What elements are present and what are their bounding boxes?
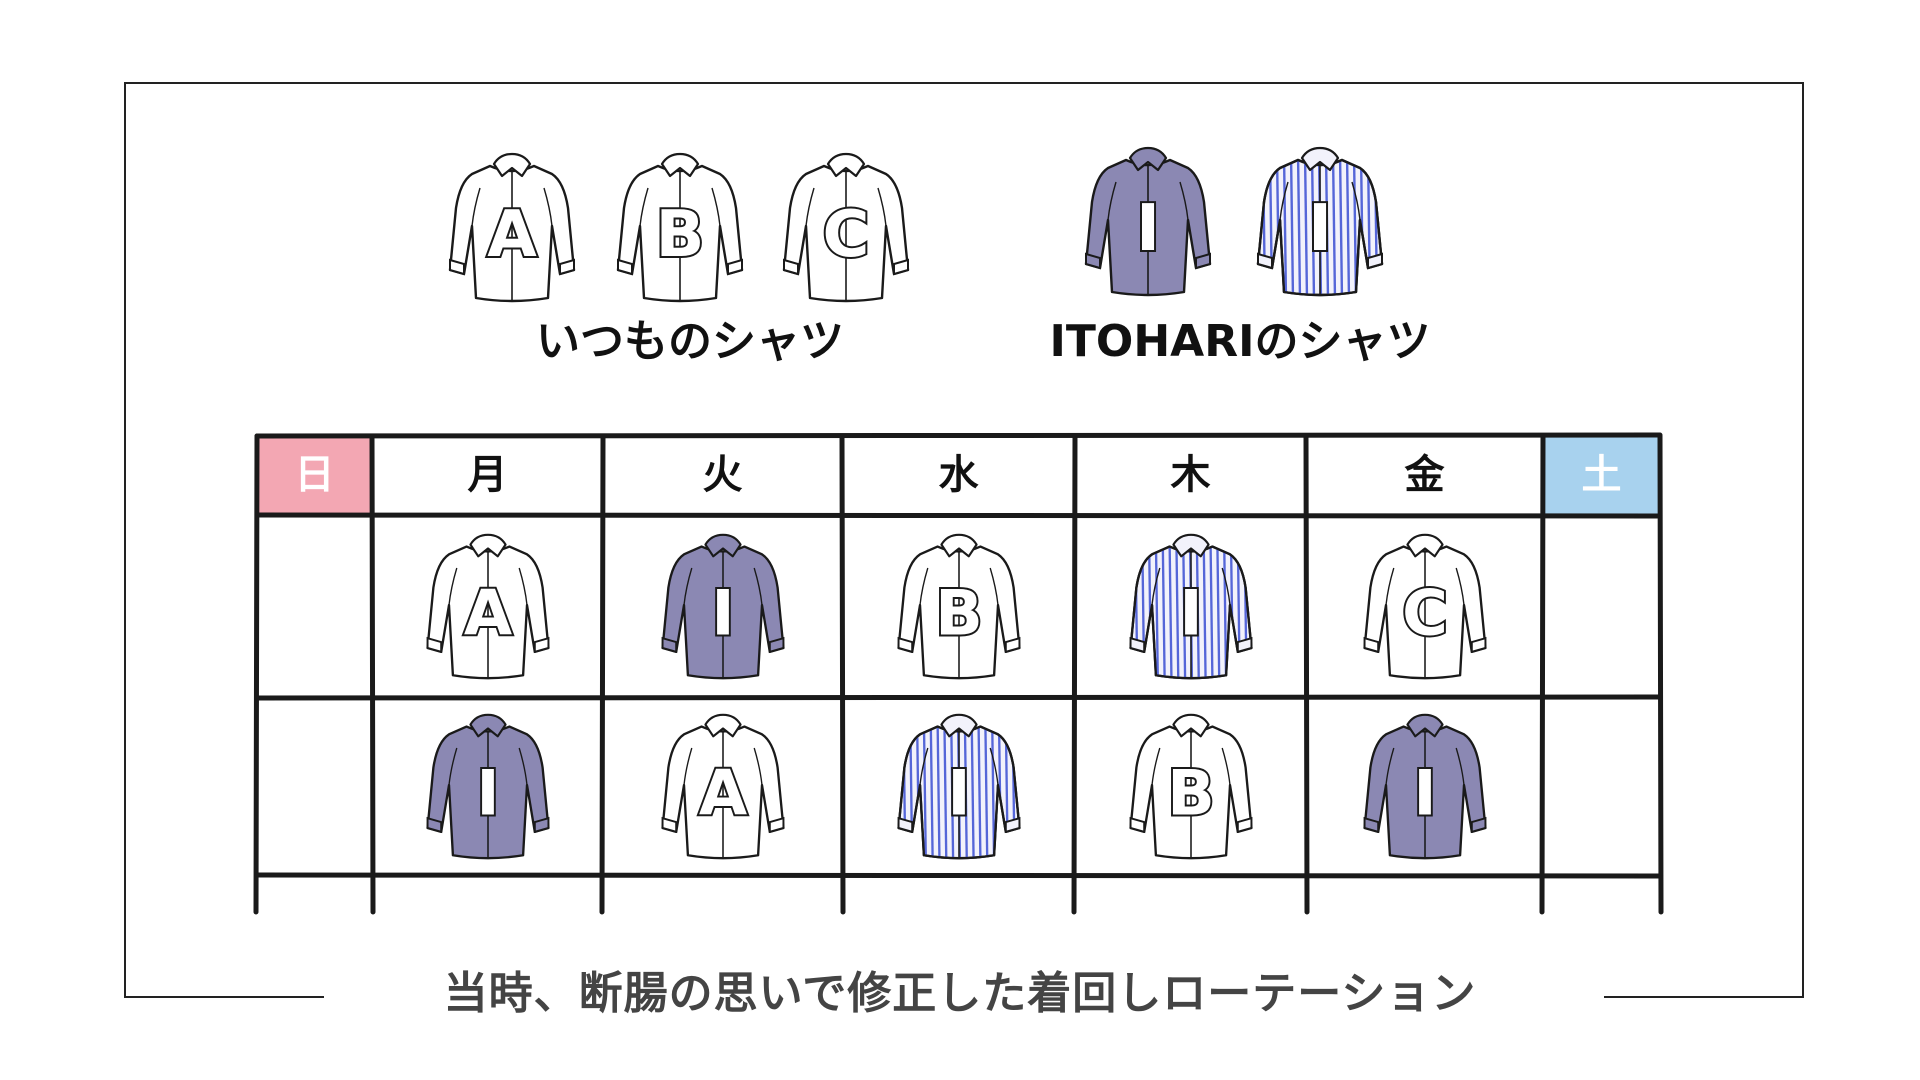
sunday-header-cell xyxy=(257,436,372,515)
grid-column-line xyxy=(1071,433,1078,915)
itohari-shirts-label: ITOHARIのシャツ xyxy=(1049,316,1431,367)
calendar-shirt-w1-月: A xyxy=(416,529,560,685)
calendar-shirt-w1-金: C xyxy=(1353,529,1497,685)
calendar-shirt-w1-木: I xyxy=(1119,529,1263,685)
grid-column-line xyxy=(599,433,606,915)
calendar-shirt-w2-水: I xyxy=(887,709,1031,865)
legend-shirt-c-white: C xyxy=(772,148,920,308)
grid-row-line xyxy=(254,694,1663,701)
shirt-letter: C xyxy=(1402,576,1448,649)
grid-column-line xyxy=(839,433,846,915)
grid-row-line xyxy=(254,512,1663,519)
shirt-letter: I xyxy=(1136,192,1160,266)
shirt-purple-icon: I xyxy=(425,713,550,859)
shirt-purple-icon: I xyxy=(1362,713,1487,859)
shirt-letter: I xyxy=(476,756,499,829)
shirt-striped-icon: I xyxy=(896,713,1021,859)
day-header-4: 木 xyxy=(1170,452,1211,498)
legend-shirt-itohari-purple: I xyxy=(1074,142,1222,302)
legend-shirt-b-white: B xyxy=(606,148,754,308)
shirt-letter: C xyxy=(823,198,870,272)
calendar-shirt-w1-火: I xyxy=(651,529,795,685)
grid-row-line xyxy=(254,872,1663,879)
shirt-letter: I xyxy=(1179,576,1202,649)
shirt-white-icon: B xyxy=(616,152,744,303)
grid-column-line xyxy=(253,433,260,915)
shirt-white-icon: C xyxy=(1362,533,1487,679)
frame-bottom-left-line xyxy=(124,996,324,998)
shirt-white-icon: A xyxy=(448,152,576,303)
shirt-letter: A xyxy=(463,576,511,649)
shirt-white-icon: A xyxy=(660,713,785,859)
shirt-letter: B xyxy=(656,198,705,272)
shirt-white-icon: C xyxy=(782,152,910,303)
calendar-shirt-w2-金: I xyxy=(1353,709,1497,865)
grid-column-line xyxy=(369,433,376,915)
saturday-header-cell xyxy=(1543,436,1660,515)
grid-column-line xyxy=(1303,433,1310,915)
day-header-2: 火 xyxy=(702,452,743,498)
calendar-shirt-w2-火: A xyxy=(651,709,795,865)
diagram-caption: 当時、断腸の思いで修正した着回しローテーション xyxy=(443,968,1477,1019)
outer-frame xyxy=(124,82,1804,997)
everyday-shirts-label: いつものシャツ xyxy=(536,316,844,367)
shirt-letter: I xyxy=(1308,192,1332,266)
shirt-white-icon: B xyxy=(896,533,1021,679)
shirt-letter: I xyxy=(947,756,970,829)
day-header-1: 月 xyxy=(467,452,508,498)
shirt-letter: B xyxy=(935,576,983,649)
day-header-3: 水 xyxy=(938,452,979,498)
calendar-shirt-w2-月: I xyxy=(416,709,560,865)
shirt-white-icon: A xyxy=(425,533,550,679)
day-header-5: 金 xyxy=(1404,452,1445,498)
grid-column-line xyxy=(1657,433,1664,915)
shirt-purple-icon: I xyxy=(660,533,785,679)
shirt-letter: I xyxy=(1413,756,1436,829)
shirt-letter: A xyxy=(487,198,537,272)
day-header-6: 土 xyxy=(1581,452,1622,498)
legend-shirt-a-white: A xyxy=(438,148,586,308)
shirt-striped-icon: I xyxy=(1256,146,1384,297)
shirt-letter: B xyxy=(1167,756,1215,829)
shirt-striped-icon: I xyxy=(1128,533,1253,679)
shirt-letter: A xyxy=(698,756,746,829)
day-header-0: 日 xyxy=(294,452,335,498)
calendar-shirt-w2-木: B xyxy=(1119,709,1263,865)
calendar-shirt-w1-水: B xyxy=(887,529,1031,685)
shirt-letter: I xyxy=(711,576,734,649)
grid-row-line xyxy=(254,432,1663,439)
shirt-white-icon: B xyxy=(1128,713,1253,859)
shirt-purple-icon: I xyxy=(1084,146,1212,297)
legend-shirt-itohari-striped: I xyxy=(1246,142,1394,302)
frame-bottom-right-line xyxy=(1604,996,1804,998)
grid-column-line xyxy=(1539,433,1546,915)
